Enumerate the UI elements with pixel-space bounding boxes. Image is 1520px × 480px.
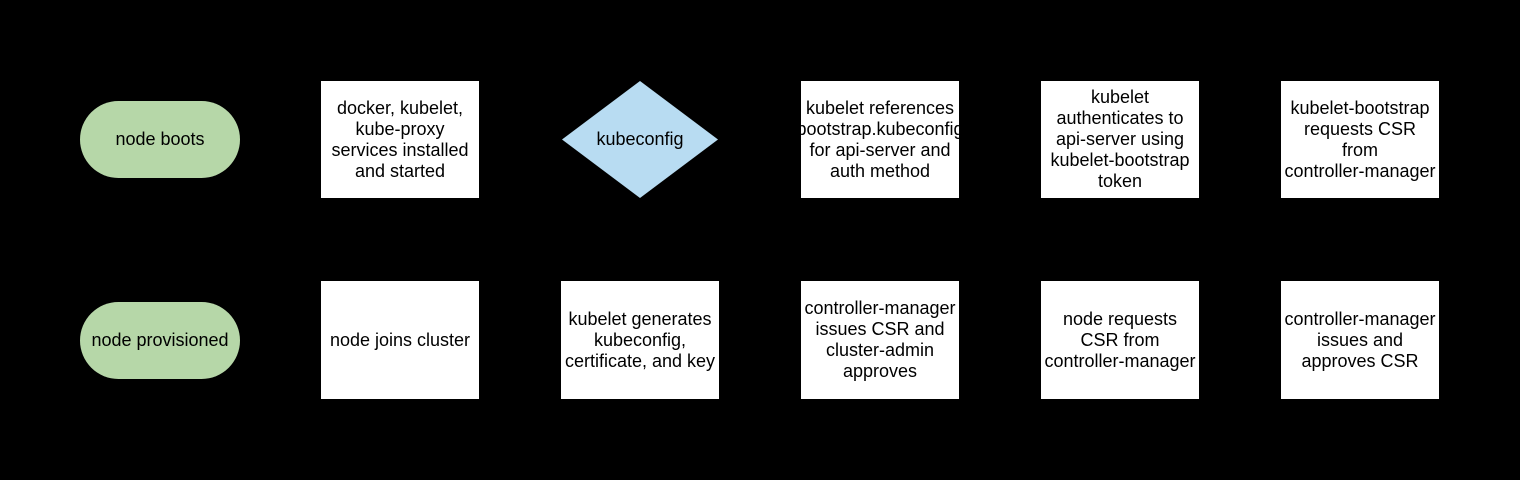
process-node-requests-csr: node requests CSR from controller-manage… <box>1041 281 1199 399</box>
process-kubelet-references-bootstrap-kubeconfig: kubelet references bootstrap.kubeconfig … <box>796 81 964 198</box>
terminal-node-provisioned: node provisioned <box>80 302 240 379</box>
process-services-installed: docker, kubelet, kube-proxy services ins… <box>321 81 479 198</box>
process-kubelet-authenticates: kubelet authenticates to api-server usin… <box>1041 81 1199 198</box>
decision-kubeconfig: kubeconfig <box>562 81 718 198</box>
process-controller-manager-issues-csr-cluster-admin-approves: controller-manager issues CSR and cluste… <box>801 281 959 399</box>
process-kubelet-generates: kubelet generates kubeconfig, certificat… <box>561 281 719 399</box>
process-controller-manager-issues-and-approves-csr: controller-manager issues and approves C… <box>1281 281 1439 399</box>
terminal-node-boots: node boots <box>80 101 240 178</box>
process-kubelet-bootstrap-requests-csr: kubelet-bootstrap requests CSR from cont… <box>1281 81 1439 198</box>
process-node-joins-cluster: node joins cluster <box>321 281 479 399</box>
